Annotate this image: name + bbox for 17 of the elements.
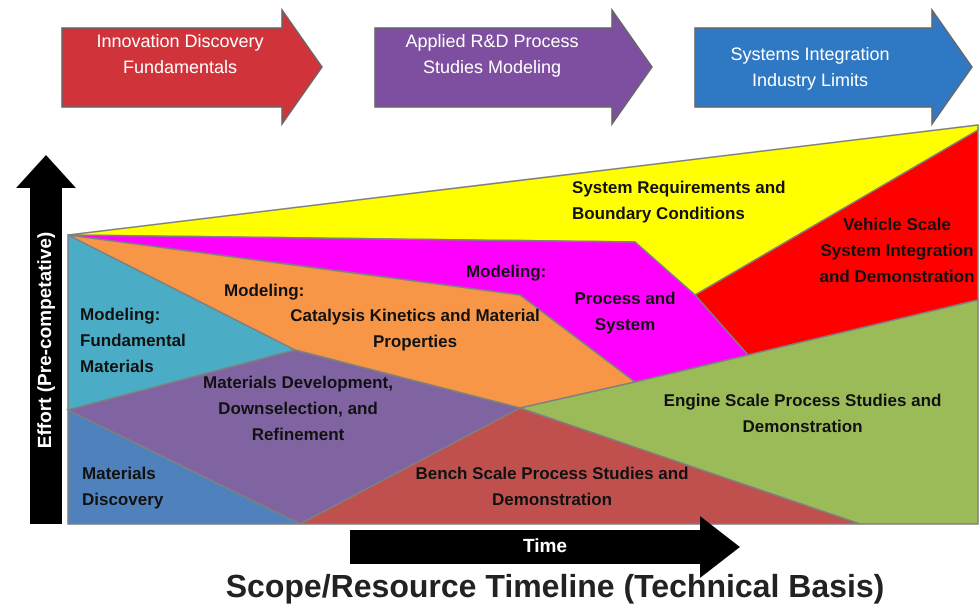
region-label: System Requirements and Boundary Conditions — [572, 177, 787, 225]
region-label: Modeling: — [224, 280, 306, 302]
region-label: Modeling: — [466, 261, 548, 283]
banner-text: Innovation Discovery Fundamentals — [95, 30, 265, 79]
region-label: Engine Scale Process Studies and Demonstration — [662, 390, 942, 438]
region-label: Materials Development, Downselection, and Refinement — [202, 372, 394, 446]
axis-label: Time — [523, 536, 567, 558]
region-label: Process and System — [573, 288, 677, 336]
region-label: Bench Scale Process Studies and Demonstration — [414, 463, 690, 511]
region-label: Materials Discovery — [82, 463, 164, 511]
banner-text: Systems Integration Industry Limits — [729, 43, 891, 92]
region-label: Vehicle Scale System Integration and Demonstration — [818, 214, 976, 288]
axis-label: Effort (Pre-competative) — [35, 232, 57, 448]
caption: Scope/Resource Timeline (Technical Basis) — [224, 568, 886, 605]
banner-text: Applied R&D Process Studies Modeling — [404, 30, 580, 79]
region-label: Catalysis Kinetics and Material Properties — [289, 305, 541, 353]
region-label: Modeling: Fundamental Materials — [80, 304, 187, 378]
